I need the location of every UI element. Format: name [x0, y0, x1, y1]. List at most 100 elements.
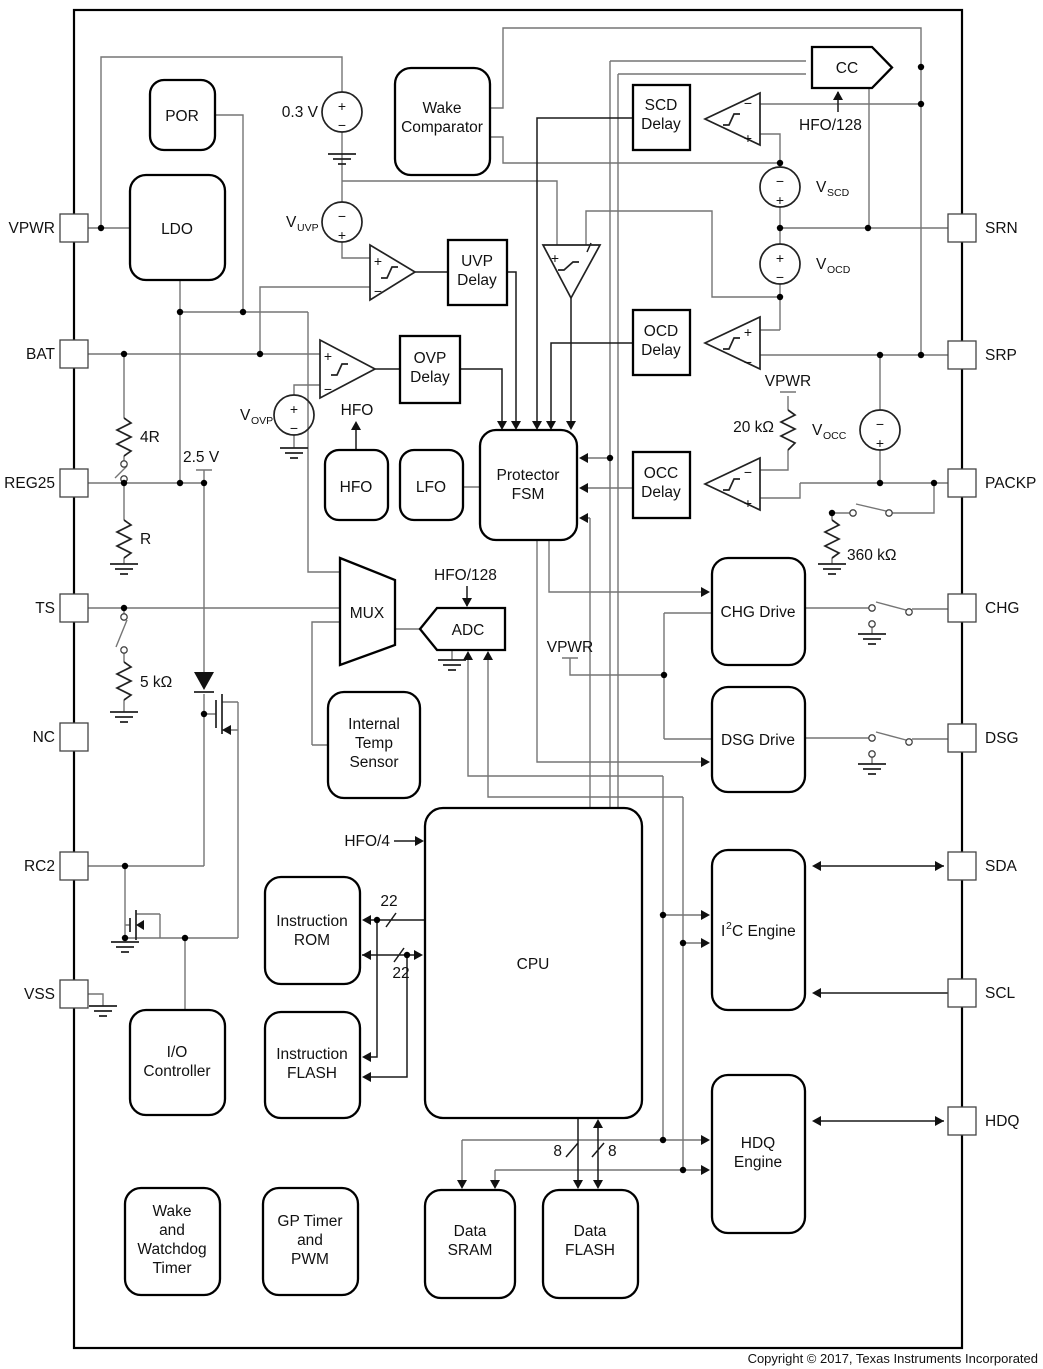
adc-block: [418, 606, 507, 652]
gp-timer-pwm-block: [261, 1186, 360, 1297]
plus-sign: +: [338, 227, 346, 243]
v25-label: 2.5 V: [183, 449, 220, 466]
plus-sign: +: [744, 495, 752, 511]
diode: [194, 672, 214, 690]
hdq-engine-label: Engine: [734, 1154, 782, 1171]
internal-temp-sensor-label: Sensor: [349, 754, 398, 771]
cpu-label: CPU: [517, 956, 550, 973]
instruction-rom-block: [263, 875, 362, 986]
bus8-label: 8: [553, 1143, 562, 1160]
instruction-flash-label: FLASH: [287, 1065, 337, 1082]
source-vocc-sub: OCC: [823, 430, 847, 442]
source-vuvp: [321, 201, 363, 243]
switch-contact: [905, 608, 913, 616]
por-label: POR: [165, 108, 199, 125]
pin-label-srn: SRN: [985, 220, 1018, 237]
pin-label-packp: PACKP: [985, 475, 1036, 492]
ground-symbol: [110, 563, 138, 575]
hfo128-adc-label: HFO/128: [434, 567, 497, 584]
lfo-block: [398, 448, 465, 522]
hfo4-label: HFO/4: [344, 833, 390, 850]
internal-temp-sensor-label: Internal: [348, 716, 400, 733]
source-vovp-label: V: [240, 407, 251, 424]
data-sram-label: SRAM: [448, 1242, 493, 1259]
gp-timer-pwm-label: GP Timer: [277, 1213, 342, 1230]
internal-temp-sensor-block: [326, 690, 422, 800]
plus-sign: +: [290, 401, 298, 417]
hfo-block: [323, 448, 390, 522]
scd-delay-block: [631, 83, 692, 152]
mosfet: [129, 910, 137, 940]
pin-vpwr: [59, 213, 89, 243]
plus-sign: +: [551, 250, 559, 266]
ground-symbol: [111, 941, 139, 953]
r4r-label: 4R: [140, 429, 160, 446]
pin-pads: [59, 213, 977, 1136]
plus-sign: +: [324, 348, 332, 364]
wake-watchdog-timer-label: and: [159, 1222, 185, 1239]
switch-contact: [868, 750, 876, 758]
pin-label-scl: SCL: [985, 985, 1016, 1002]
minus-sign: −: [776, 269, 784, 285]
occ-delay-block: [631, 450, 692, 520]
ground-symbol: [280, 447, 308, 459]
hfo128-cc-label: HFO/128: [799, 117, 862, 134]
ldo-block: [128, 173, 227, 282]
r20k-label: 20 kΩ: [733, 419, 774, 436]
r5k-label: 5 kΩ: [140, 674, 172, 691]
resistor-r: [115, 519, 133, 559]
pin-label-hdq: HDQ: [985, 1113, 1019, 1130]
occ-delay-label: Delay: [641, 484, 681, 501]
comparator-ocd: [703, 315, 761, 371]
source-vscd-sub: SCD: [827, 187, 850, 199]
r-label: R: [140, 531, 151, 548]
functional-blocks: [123, 45, 894, 1300]
minus-sign: −: [374, 283, 382, 299]
ocd-delay-label: OCD: [644, 323, 678, 340]
minus-sign: −: [338, 117, 346, 133]
protector-fsm-label: Protector: [497, 467, 560, 484]
switch-contact: [120, 613, 128, 621]
plus-sign: +: [374, 253, 382, 269]
wake-watchdog-timer-label: Wake: [152, 1203, 191, 1220]
resistor-4r: [115, 417, 133, 457]
junction-dots: [97, 63, 938, 1174]
plus-sign: +: [744, 130, 752, 146]
protector-fsm-block: [478, 428, 579, 542]
switch-contact: [885, 509, 893, 517]
source-0v3: [321, 91, 363, 133]
minus-sign: −: [744, 95, 752, 111]
data-sram-block: [423, 1188, 517, 1300]
ovp-delay-label: Delay: [410, 369, 450, 386]
mosfet: [215, 694, 223, 734]
mosfet-arrow: [136, 920, 144, 930]
wake-comparator-block: [393, 66, 492, 177]
pin-label-vss: VSS: [24, 986, 55, 1003]
ovp-delay-block: [398, 334, 462, 405]
wake-comparator-label: Wake: [422, 100, 461, 117]
data-sram-label: Data: [454, 1223, 487, 1240]
uvp-delay-block: [446, 238, 509, 307]
plus-sign: +: [876, 435, 884, 451]
pin-label-chg: CHG: [985, 600, 1019, 617]
io-controller-label: Controller: [143, 1063, 210, 1080]
ground-symbol: [858, 633, 886, 645]
chg-drive-label: CHG Drive: [721, 604, 796, 621]
resistor-20k: [779, 409, 797, 451]
switch-contact: [849, 509, 857, 517]
io-controller-label: I/O: [167, 1044, 188, 1061]
protector-fsm-label: FSM: [512, 486, 545, 503]
comparator-uvp: [369, 243, 417, 302]
pin-nc: [59, 722, 89, 752]
resistor-5k: [115, 661, 133, 701]
pin-vss: [59, 979, 89, 1009]
hdq-engine-label: HDQ: [741, 1135, 775, 1152]
pin-label-vpwr: VPWR: [9, 220, 56, 237]
dsg-drive-label: DSG Drive: [721, 732, 795, 749]
source-0v3-label: 0.3 V: [282, 104, 319, 121]
bus22-label: 22: [392, 965, 409, 982]
adc-label: ADC: [452, 622, 485, 639]
pin-label-reg25: REG25: [4, 475, 55, 492]
wake-comparator-label: Comparator: [401, 119, 483, 136]
source-vovp: [273, 394, 315, 436]
